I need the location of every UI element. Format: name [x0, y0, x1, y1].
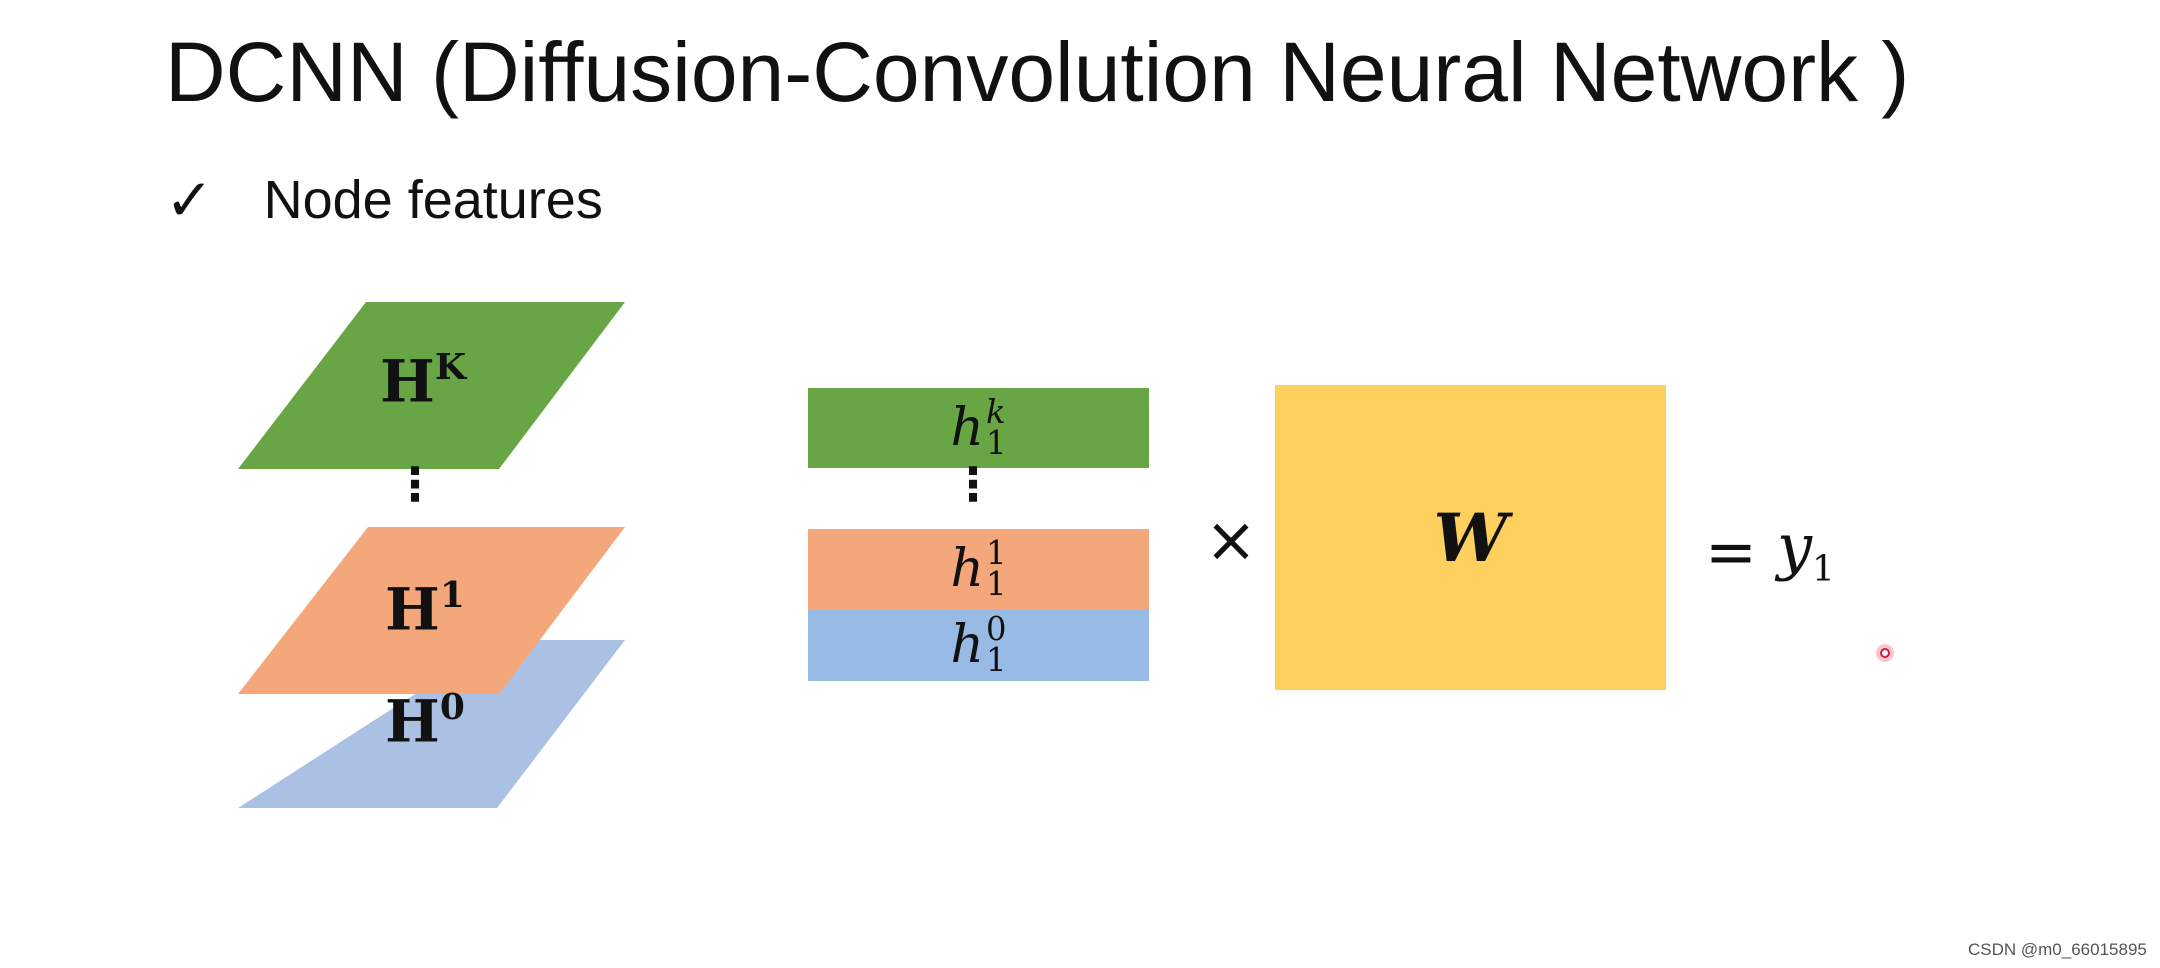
laser-pointer-icon [1876, 644, 1894, 662]
slide-title: DCNN (Diffusion-Convolution Neural Netwo… [165, 25, 1910, 119]
output-label: y1 [1776, 509, 1835, 590]
bullet-node-features: ✓ Node features [165, 160, 603, 240]
watermark: CSDN @m0_66015895 [1968, 940, 2147, 959]
layer-top-parallelogram [238, 302, 625, 469]
multiply-operator: × [1205, 503, 1257, 576]
layer-label-h1: H1 [385, 574, 465, 644]
weight-matrix: W [1275, 385, 1666, 690]
equals-sign: = [1705, 515, 1757, 588]
layer-label-h0: H0 [385, 686, 465, 756]
left-ellipsis: ⋮ [392, 457, 438, 511]
layer-middle-parallelogram [238, 527, 625, 694]
weight-label: W [1433, 498, 1508, 577]
middle-ellipsis: ⋮ [950, 457, 996, 511]
bullet-text: Node features [263, 170, 603, 230]
layer-bottom-parallelogram [238, 640, 625, 808]
layer-label-hk: HK [380, 346, 467, 416]
check-icon: ✓ [165, 166, 214, 234]
output-expression: = y1 [1705, 515, 1835, 588]
